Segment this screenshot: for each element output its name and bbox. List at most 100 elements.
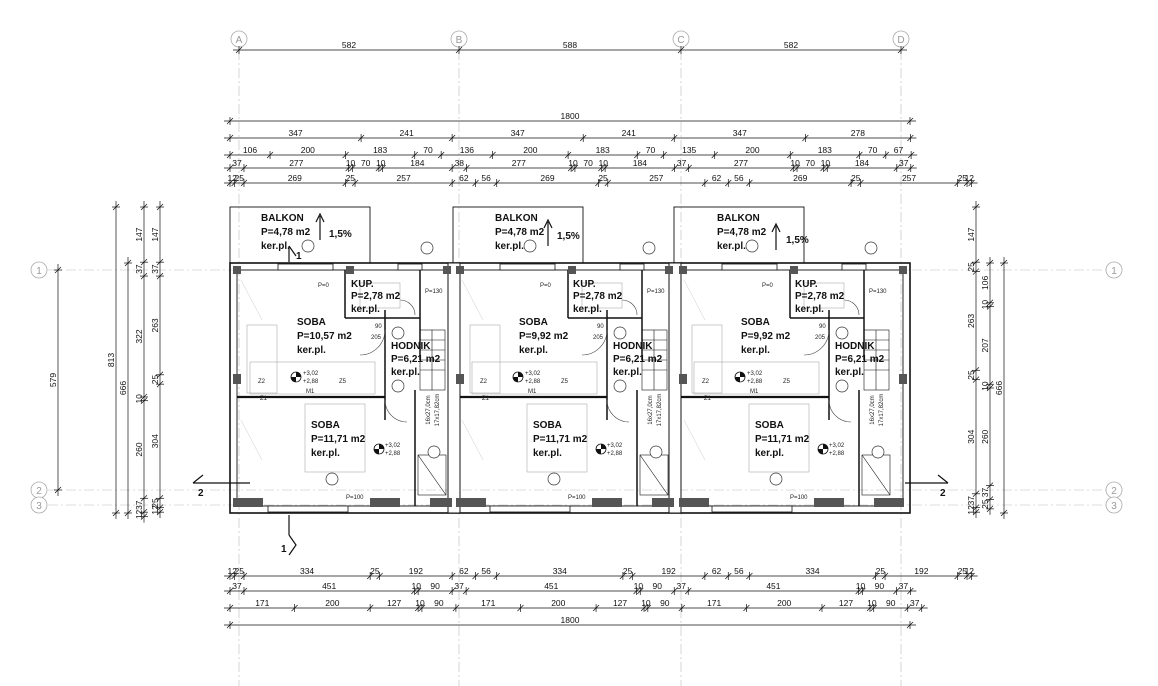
dimension-value: 322 [134, 329, 144, 343]
hodnik-area: P=6,21 m2 [613, 354, 663, 365]
dimension-value: 37 [677, 158, 687, 168]
balkon-slope: 1,5% [557, 231, 580, 242]
balkon-slope: 1,5% [329, 229, 352, 240]
annotation-text: P=130 [647, 289, 665, 295]
balkon-floor: ker.pl. [717, 241, 746, 252]
dimension-value: 582 [342, 40, 356, 50]
dimension-value: 241 [622, 128, 636, 138]
annotation-text: P=100 [790, 495, 808, 501]
dimension-value: 12 [228, 566, 238, 576]
dimension-value: 25 [958, 566, 968, 576]
annotation-text: 205 [371, 335, 382, 341]
dimension-value: 241 [400, 128, 414, 138]
dimension-value: 451 [544, 581, 558, 591]
dimension-value: 37 [232, 158, 242, 168]
dimension-value: 90 [875, 581, 885, 591]
dimension-value: 90 [660, 598, 670, 608]
dimension-value: 582 [784, 40, 798, 50]
level-marker-fill [513, 372, 523, 382]
level-marker-fill [818, 444, 828, 454]
dimension-value: 135 [682, 145, 696, 155]
soba2-area: P=11,71 m2 [311, 434, 366, 445]
dimension-value: 37 [966, 496, 976, 506]
dimension-value: 25 [370, 566, 380, 576]
door-tag-icon [769, 472, 783, 486]
balkon-slope: 1,5% [786, 235, 809, 246]
dimension-value: 666 [994, 381, 1004, 395]
soba2-floor: ker.pl. [311, 448, 340, 459]
hodnik-name: HODNIK [835, 341, 875, 352]
dimension-value: 200 [325, 598, 339, 608]
dimension-value: 10 [821, 158, 831, 168]
dimension-value: 10 [634, 581, 644, 591]
annotation-text: M1 [528, 389, 537, 395]
dimension-value: 10 [980, 300, 990, 310]
dimension-value: 192 [409, 566, 423, 576]
annotation-text: P=100 [568, 495, 586, 501]
dimension-value: 334 [300, 566, 314, 576]
hodnik-name: HODNIK [613, 341, 653, 352]
section-label-1-bottom: 1 [281, 544, 287, 555]
balkon-floor: ker.pl. [261, 241, 290, 252]
dimension-value: 25 [876, 566, 886, 576]
dimension-value: 37 [134, 264, 144, 274]
stair-spec: 16x27,0cm [648, 395, 654, 424]
dimension-value: 147 [150, 227, 160, 241]
dimension-value: 70 [806, 158, 816, 168]
annotation-text: M1 [306, 389, 315, 395]
annotation-text: 90 [597, 324, 604, 330]
kup-name: KUP. [573, 279, 596, 290]
dimension-value: 56 [481, 566, 491, 576]
level-lower: +2,88 [303, 379, 319, 385]
dimension-value: 192 [914, 566, 928, 576]
dimension-value: 10 [599, 158, 609, 168]
door-tag-icon [301, 239, 315, 253]
door-tag-icon [864, 241, 878, 255]
level-marker-fill [735, 372, 745, 382]
dimension-value: 70 [868, 145, 878, 155]
kup-floor: ker.pl. [573, 304, 602, 315]
balkon-area: P=4,78 m2 [495, 227, 545, 238]
door-tag-icon [391, 326, 405, 340]
stair-spec: 17x17,82cm [657, 394, 663, 427]
dimension-value: 12 [228, 173, 238, 183]
door-tag-icon [745, 239, 759, 253]
dimension-lines [54, 46, 1008, 629]
annotation-text: 205 [593, 335, 604, 341]
dimension-value: 304 [150, 434, 160, 448]
dimension-value: 192 [662, 566, 676, 576]
dimension-value: 813 [106, 353, 116, 367]
dimension-value: 10 [568, 158, 578, 168]
door-tag-icon [871, 445, 885, 459]
dimension-value: 260 [134, 442, 144, 456]
dimension-value: 10 [856, 581, 866, 591]
section-label-2-right: 2 [940, 488, 946, 499]
dimension-value: 37 [454, 581, 464, 591]
dimension-value: 10 [980, 381, 990, 391]
dimension-value: 277 [512, 158, 526, 168]
annotation-text: P=0 [762, 283, 774, 289]
dimension-value: 147 [966, 227, 976, 241]
dimension-value: 304 [966, 429, 976, 443]
annotation-text: Z5 [561, 379, 569, 385]
dimension-value: 263 [150, 318, 160, 332]
dimension-value: 62 [459, 173, 469, 183]
dimension-value: 25 [966, 262, 976, 272]
dimension-value: 171 [255, 598, 269, 608]
dimension-value: 184 [855, 158, 869, 168]
kup-name: KUP. [351, 279, 374, 290]
dimension-value: 25 [150, 498, 160, 508]
door-tag-icon [613, 326, 627, 340]
soba2-name: SOBA [533, 420, 562, 431]
axis-label-1-left: 1 [36, 266, 42, 277]
dimension-value: 25 [958, 173, 968, 183]
kup-area: P=2,78 m2 [351, 291, 401, 302]
level-upper: +3,02 [829, 443, 845, 449]
dimension-value: 25 [623, 566, 633, 576]
dimension-value: 37 [899, 158, 909, 168]
dimension-value: 257 [396, 173, 410, 183]
dimension-value: 136 [460, 145, 474, 155]
dimension-value: 106 [980, 276, 990, 290]
dimension-value: 10 [641, 598, 651, 608]
